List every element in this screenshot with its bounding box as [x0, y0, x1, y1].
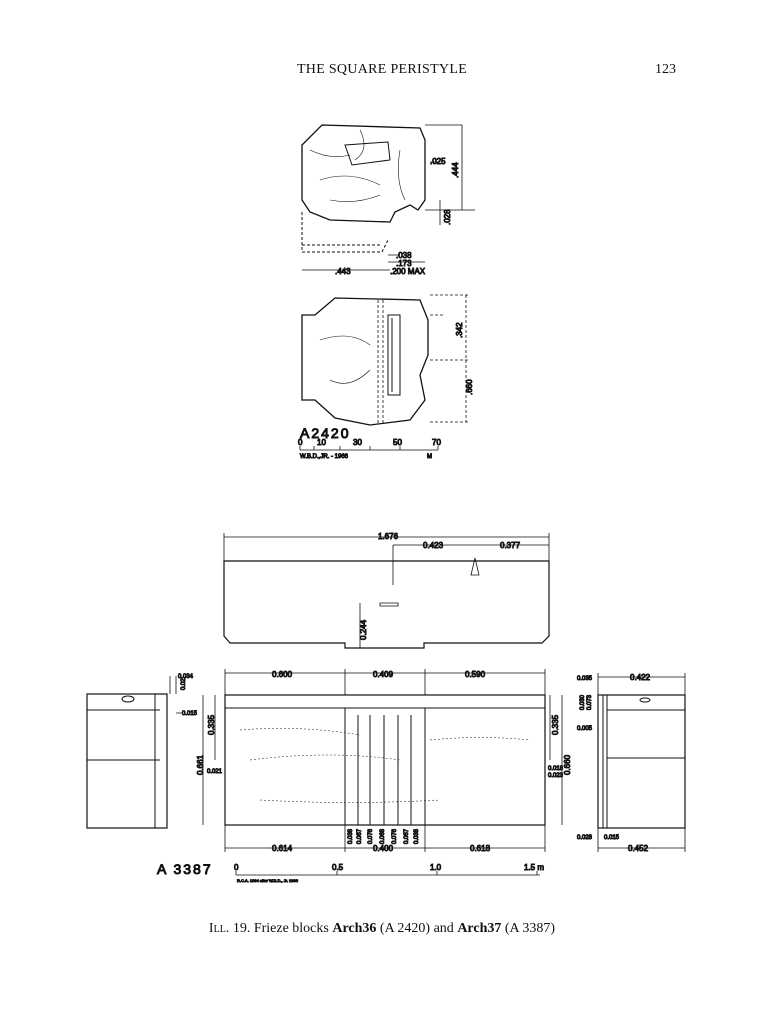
flute-dim: 0.067	[357, 828, 363, 844]
dim: 0.600	[272, 670, 293, 679]
scale-tick: 10	[317, 438, 326, 447]
dim: 0.015	[604, 835, 620, 841]
flute-dim: 0.076	[368, 828, 374, 844]
dim: 0.400	[373, 844, 394, 853]
caption-prefix: Ill.	[208, 921, 230, 936]
a3387-right-side: 0.035 0.422 0.030 0.073 0.005 0.028 0.01…	[577, 673, 686, 854]
scale-tick: 30	[353, 438, 362, 447]
dim: 0.452	[628, 844, 649, 853]
dim: .660	[465, 379, 474, 395]
running-title: THE SQUARE PERISTYLE	[296, 62, 468, 77]
dim: .038	[396, 251, 412, 260]
scale-tick: 70	[432, 438, 441, 447]
dim: 0.028	[577, 835, 593, 841]
figure-label-a3387: A 3387	[157, 861, 213, 877]
a2420-top-view: .025 .444 .028 .038 .173 .443 .200 MAX	[301, 124, 475, 277]
a2420-section-view: .342 .660 A2420 0 10 30 50 70 W.B.D.,JR.…	[298, 294, 475, 461]
caption-bold: Arch37	[457, 921, 502, 936]
a3387-front-view: 0.600 0.409 0.590 0.335 0.661 0.021 0.33…	[196, 669, 573, 854]
flute-dim: 0.067	[404, 828, 410, 844]
a3387-scale-bar: 0 0.5 1.0 1.5 m R.C.A. 1994 after W.B.D.…	[234, 863, 545, 884]
caption-bold: Arch36	[332, 921, 377, 936]
scale-tick: 0	[234, 863, 239, 872]
caption-number: 19.	[232, 921, 251, 936]
dim: 0.377	[500, 541, 521, 550]
a3387-top-view: 1.676 0.423 0.377 0.244	[223, 532, 550, 649]
dim: 0.02	[181, 678, 187, 690]
dim: 0.073	[587, 694, 593, 710]
dim: .025	[430, 157, 446, 166]
dim: 1.676	[378, 532, 399, 541]
flute-dim: 0.038	[348, 828, 354, 844]
dim: .173	[396, 259, 412, 268]
dim: 0.660	[563, 754, 572, 775]
dim: .200 MAX	[390, 267, 426, 276]
dim: 0.423	[423, 541, 444, 550]
dim: 0.244	[359, 619, 368, 640]
dim: 0.422	[630, 673, 651, 682]
flute-dim: 0.038	[414, 828, 420, 844]
caption-text: (A 3387)	[504, 921, 556, 936]
flute-dim: 0.068	[380, 828, 386, 844]
dim: 0.030	[580, 694, 586, 710]
scale-tick: 50	[393, 438, 402, 447]
dim: 0.018	[548, 766, 564, 772]
figure-caption: Ill. 19. Frieze blocks Arch36 (A 2420) a…	[0, 921, 764, 937]
scale-credit: W.B.D.,JR. - 1966	[300, 454, 349, 460]
dim: 0.590	[465, 670, 486, 679]
dim: 0.023	[548, 773, 564, 779]
caption-text: (A 2420) and	[379, 921, 454, 936]
dim: 0.335	[551, 714, 560, 735]
dim: 0.035	[577, 676, 593, 682]
scale-tick: 0	[298, 438, 303, 447]
dim: 0.614	[272, 844, 293, 853]
scale-tick: 1.5 m	[524, 863, 544, 872]
a3387-left-side: 0.034 0.02 0.015	[86, 674, 198, 829]
caption-text: Frieze blocks	[253, 921, 329, 936]
scale-tick: 0.5	[332, 863, 344, 872]
dim: 0.021	[207, 769, 223, 775]
dim: 0.661	[196, 754, 205, 775]
dim: .444	[451, 162, 460, 178]
scale-tick: 1.0	[430, 863, 442, 872]
flute-dim: 0.076	[392, 828, 398, 844]
dim: .028	[443, 209, 452, 225]
scale-unit: M	[427, 454, 432, 460]
dim: .342	[455, 322, 464, 338]
dim: 0.335	[207, 714, 216, 735]
dim: 0.015	[182, 711, 198, 717]
figure-label-a2420: A2420	[300, 425, 350, 441]
dim: 0.034	[178, 674, 194, 680]
scale-credit: R.C.A. 1994 after W.B.D., Jr. 1966	[237, 878, 299, 883]
page-number: 123	[655, 62, 676, 77]
dim: 0.005	[577, 726, 593, 732]
dim: 0.409	[373, 670, 394, 679]
dim: .443	[335, 267, 351, 276]
dim: 0.618	[470, 844, 491, 853]
